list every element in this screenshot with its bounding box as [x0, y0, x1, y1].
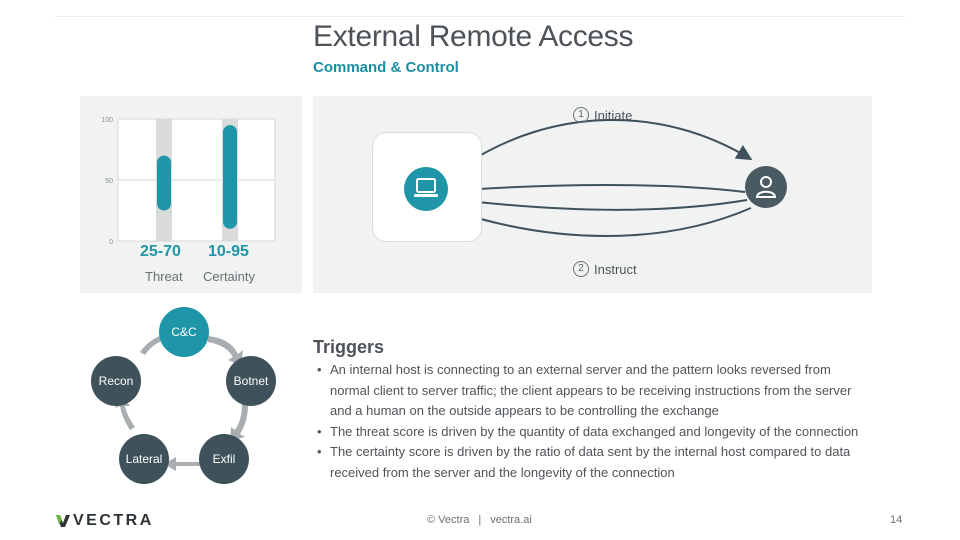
initiate-text: Initiate [594, 107, 633, 123]
list-item: • The threat score is driven by the quant… [313, 422, 873, 443]
website-text: vectra.ai [490, 514, 532, 526]
initiate-arrow [462, 119, 753, 167]
footer-separator: | [478, 514, 482, 526]
trigger-text: An internal host is connecting to an ext… [330, 362, 852, 418]
list-item: • An internal host is connecting to an ex… [313, 360, 873, 422]
initiate-label: 1 Initiate [573, 107, 632, 123]
triggers-list: • An internal host is connecting to an ex… [313, 360, 873, 483]
list-item: • The certainty score is driven by the ra… [313, 442, 873, 483]
footer-info: © Vectra | vectra.ai [427, 514, 532, 526]
instruct-arrow-3 [447, 206, 752, 237]
certainty-range-value: 10-95 [208, 243, 249, 260]
copyright-text: © Vectra [427, 514, 470, 526]
bullet-glyph: • [317, 423, 322, 439]
y-tick-label: 50 [105, 178, 113, 185]
page-number: 14 [890, 514, 903, 526]
flow-arrows [447, 119, 753, 237]
cycle-arrow-cc-botnet [208, 336, 243, 366]
bullet-glyph: • [317, 444, 322, 459]
bullet-glyph: • [317, 362, 322, 377]
range-bar [223, 125, 237, 229]
cycle-node-exfil: Exfil [199, 434, 249, 484]
slide-subtitle: Command & Control [313, 59, 459, 76]
cycle-node-lateral: Lateral [119, 434, 169, 484]
cycle-arrow-botnet-exfil [230, 404, 248, 441]
trigger-text: The certainty score is driven by the rat… [330, 444, 851, 480]
instruct-text: Instruct [594, 261, 637, 277]
y-tick-label: 0 [109, 239, 113, 246]
connection-flow-panel: 1 Initiate 2 Instruct [313, 96, 872, 293]
instruct-arrow-1 [459, 181, 746, 198]
user-icon [745, 166, 787, 208]
y-tick-label: 100 [101, 117, 113, 124]
cycle-node-recon: Recon [91, 356, 141, 406]
score-range-chart: 100 50 0 [101, 117, 276, 246]
score-panel: 100 50 0 25-70 Threat 10-95 Certainty [80, 96, 302, 293]
vectra-mark-icon [56, 515, 70, 527]
logo-wordmark: VECTRA [73, 512, 154, 529]
vectra-logo: VECTRA [56, 512, 154, 530]
instruct-label: 2 Instruct [573, 261, 637, 277]
threat-label: Threat [145, 269, 183, 284]
slide-title: External Remote Access [313, 20, 634, 53]
laptop-icon [404, 167, 448, 211]
threat-range-value: 25-70 [140, 243, 181, 260]
certainty-label: Certainty [203, 269, 256, 284]
range-bar [157, 155, 171, 211]
cycle-node-cc: C&C [159, 307, 209, 357]
instruct-arrow-2 [455, 193, 748, 211]
triggers-heading: Triggers [313, 337, 385, 357]
top-divider [55, 16, 905, 17]
step-1-badge: 1 [573, 107, 589, 123]
step-2-badge: 2 [573, 261, 589, 277]
trigger-text: The threat score is driven by the quanti… [330, 423, 859, 439]
cycle-node-botnet: Botnet [226, 356, 276, 406]
cycle-arrow-exfil-lateral [164, 457, 200, 471]
